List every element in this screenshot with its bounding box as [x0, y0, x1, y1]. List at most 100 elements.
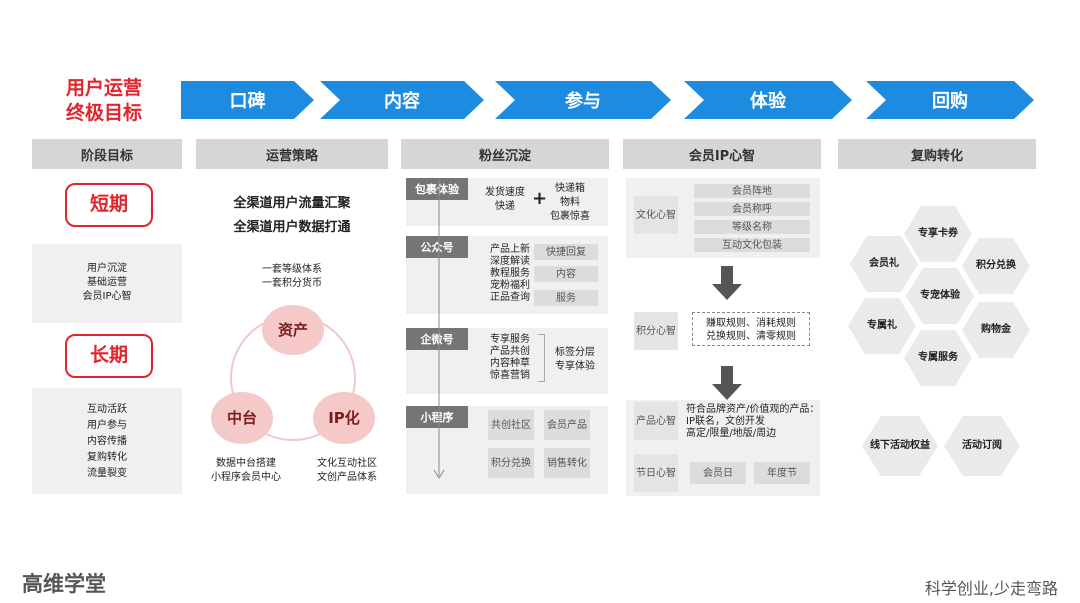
- long-term-panel: 互动活跃 用户参与 内容传播 复购转化 流量裂变: [32, 388, 182, 494]
- strategy-line: 全渠道用户流量汇聚: [233, 196, 351, 211]
- strategy-note: 一套等级体系: [262, 264, 322, 275]
- fans-pill: 内容: [534, 266, 598, 282]
- fans-wecom-right: 标签分层 专享体验: [550, 346, 600, 374]
- down-arrow-icon: [712, 366, 742, 400]
- short-term-badge: 短期: [65, 183, 153, 227]
- stage-arrow-5: 回购: [866, 81, 1034, 119]
- hex-pet-experience: 专宠体验: [906, 268, 974, 324]
- fans-text: 包裹惊喜: [550, 211, 590, 222]
- fans-text: 宠粉福利: [490, 280, 530, 291]
- hex-points-exchange: 积分兑换: [962, 238, 1030, 294]
- stage-label: 回购: [932, 91, 968, 112]
- fans-text: 深度解读: [490, 256, 530, 267]
- fans-pill: 快捷回复: [534, 244, 598, 260]
- platform-note: 小程序会员中心: [211, 472, 281, 483]
- ip-product-line: 符合品牌资产/价值观的产品：: [686, 404, 820, 415]
- fans-pill: 会员产品: [544, 410, 590, 440]
- ip-culture-label: 文化心智: [634, 196, 678, 234]
- stage-label: 口碑: [229, 91, 266, 112]
- hex-exclusive-gift: 专属礼: [848, 298, 916, 354]
- ip-festival-item: 年度节: [754, 462, 810, 484]
- ip-festival-label: 节日心智: [634, 454, 678, 492]
- hex-coupon: 专享卡券: [904, 206, 972, 262]
- fans-text: 产品上新: [490, 244, 530, 255]
- platform-notes: 数据中台搭建 小程序会员中心: [196, 457, 296, 485]
- strategy-line: 全渠道用户数据打通: [233, 220, 351, 235]
- fans-package-right: 快递箱 物料 包裹惊喜: [546, 182, 594, 224]
- page-title: 用户运营 终极目标: [48, 76, 160, 126]
- fans-miniapp-title: 小程序: [406, 406, 468, 428]
- fans-wechat-title: 公众号: [406, 236, 468, 258]
- hex-offline-rights: 线下活动权益: [862, 416, 938, 476]
- fans-text: 专享服务: [490, 334, 530, 345]
- fans-text: 专享体验: [555, 361, 595, 372]
- long-item: 流量裂变: [87, 468, 127, 479]
- platform-note: 数据中台搭建: [216, 458, 276, 469]
- fans-wechat-items: 产品上新 深度解读 教程服务 宠粉福利 正品查询: [486, 244, 534, 304]
- ip-festival-item: 会员日: [690, 462, 746, 484]
- long-term-badge: 长期: [65, 334, 153, 378]
- strategy-note: 一套积分货币: [262, 278, 322, 289]
- title-line-1: 用户运营: [65, 77, 142, 99]
- ip-rule: 赚取规则、消耗规则: [706, 318, 796, 329]
- fans-text: 物料: [560, 197, 580, 208]
- long-item: 用户参与: [87, 420, 127, 431]
- header-fans: 粉丝沉淀: [401, 139, 609, 169]
- ip-rule: 兑换规则、清零规则: [706, 331, 796, 342]
- stage-arrow-3: 参与: [495, 81, 671, 119]
- fans-wecom-title: 企微号: [406, 328, 468, 350]
- ip-notes: 文化互动社区 文创产品体系: [297, 457, 397, 485]
- fans-package-left: 发货速度 快递: [478, 186, 532, 214]
- long-item: 互动活跃: [87, 404, 127, 415]
- timeline-arrow: [433, 180, 445, 479]
- circle-asset: 资产: [262, 305, 324, 355]
- ip-culture-item: 等级名称: [694, 220, 810, 234]
- fans-pill: 共创社区: [488, 410, 534, 440]
- ip-note: 文创产品体系: [317, 472, 377, 483]
- header-ip: 会员IP心智: [623, 139, 821, 169]
- short-term-panel: 用户沉淀 基础运营 会员IP心智: [32, 244, 182, 323]
- stage-label: 参与: [565, 91, 601, 112]
- circle-ip: IP化: [313, 392, 375, 444]
- fans-wecom-items: 专享服务 产品共创 内容种草 惊喜营销: [486, 334, 534, 382]
- fans-text: 标签分层: [555, 347, 595, 358]
- fans-text: 快递箱: [555, 183, 585, 194]
- footer-slogan: 科学创业,少走弯路: [924, 579, 1058, 598]
- strategy-lines: 全渠道用户流量汇聚 全渠道用户数据打通: [196, 192, 388, 240]
- header-repurchase: 复购转化: [838, 139, 1036, 169]
- header-stage-goal: 阶段目标: [32, 139, 182, 169]
- short-item: 会员IP心智: [82, 291, 132, 302]
- ip-points-label: 积分心智: [634, 312, 678, 350]
- fans-text: 发货速度: [485, 187, 525, 198]
- short-item: 基础运营: [87, 277, 127, 288]
- stage-arrow-1: 口碑: [181, 81, 314, 119]
- short-item: 用户沉淀: [87, 263, 127, 274]
- strategy-notes: 一套等级体系 一套积分货币: [196, 263, 388, 291]
- circle-platform: 中台: [211, 392, 273, 444]
- stage-label: 体验: [750, 91, 786, 112]
- long-item: 内容传播: [87, 436, 127, 447]
- stage-arrow-4: 体验: [684, 81, 852, 119]
- fans-text: 教程服务: [490, 268, 530, 279]
- ip-culture-item: 会员阵地: [694, 184, 810, 198]
- down-arrow-icon: [712, 266, 742, 300]
- ip-points-rules: 赚取规则、消耗规则 兑换规则、清零规则: [692, 312, 810, 346]
- fans-pill: 销售转化: [544, 448, 590, 478]
- ip-product-line: IP联名，文创开发: [686, 416, 765, 427]
- fans-pill: 积分兑换: [488, 448, 534, 478]
- hex-activity-subscribe: 活动订阅: [944, 416, 1020, 476]
- long-item: 复购转化: [87, 452, 127, 463]
- hex-member-gift: 会员礼: [850, 236, 918, 292]
- ip-culture-item: 互动文化包装: [694, 238, 810, 252]
- fans-text: 快递: [495, 201, 515, 212]
- fans-text: 内容种草: [490, 358, 530, 369]
- header-strategy: 运营策略: [196, 139, 388, 169]
- ip-product-text: 符合品牌资产/价值观的产品： IP联名，文创开发 高定/限量/地版/周边: [686, 404, 820, 440]
- bracket: [538, 334, 545, 382]
- fans-text: 惊喜营销: [490, 370, 530, 381]
- fans-pill: 服务: [534, 290, 598, 306]
- hex-exclusive-service: 专属服务: [904, 330, 972, 386]
- ip-product-label: 产品心智: [634, 402, 678, 440]
- fans-text: 正品查询: [490, 292, 530, 303]
- title-line-2: 终极目标: [65, 102, 142, 124]
